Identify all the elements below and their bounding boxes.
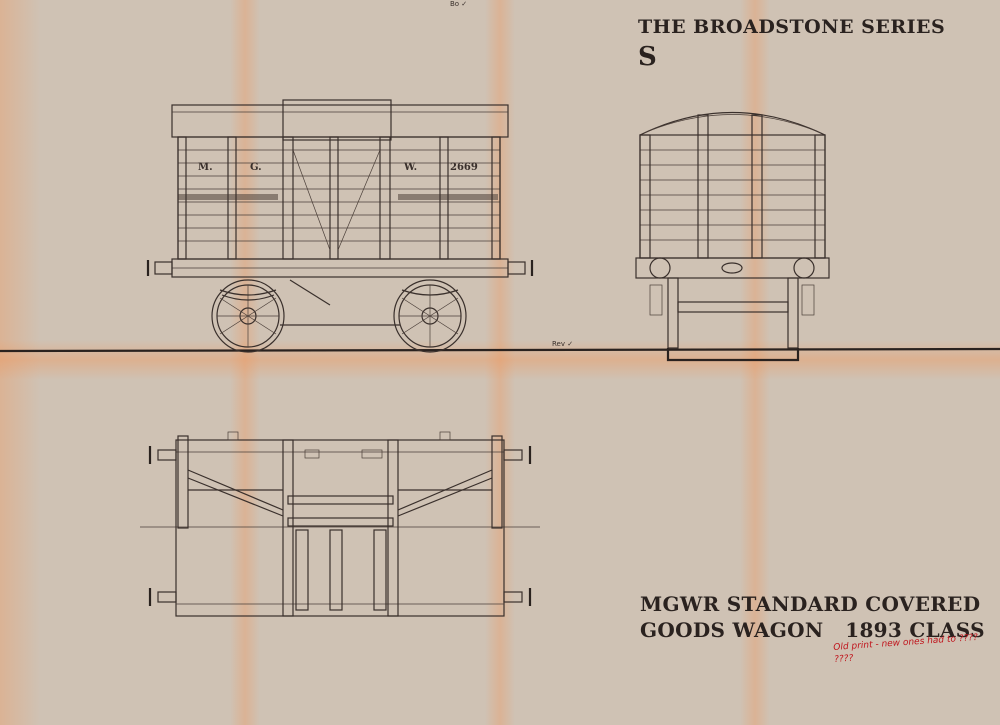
side-elevation: M. G. W. 2669: [146, 99, 534, 353]
svg-text:2669: 2669: [450, 162, 478, 173]
caption-line-1: MGWR STANDARD COVERED: [640, 592, 981, 616]
margin-scribble: Rev ✓: [552, 340, 574, 348]
svg-text:M.: M.: [198, 162, 213, 173]
series-title: THE BROADSTONE SERIES: [638, 16, 946, 38]
rail-line: [0, 347, 1000, 353]
plan-view: [140, 431, 540, 617]
caption-line-2: GOODS WAGON 1893 CLASS: [640, 618, 985, 642]
end-elevation: [635, 112, 830, 362]
margin-scribble: Bo ✓: [450, 0, 468, 8]
series-letter: S: [638, 42, 657, 72]
svg-text:G.: G.: [250, 162, 262, 173]
svg-text:W.: W.: [403, 162, 417, 173]
